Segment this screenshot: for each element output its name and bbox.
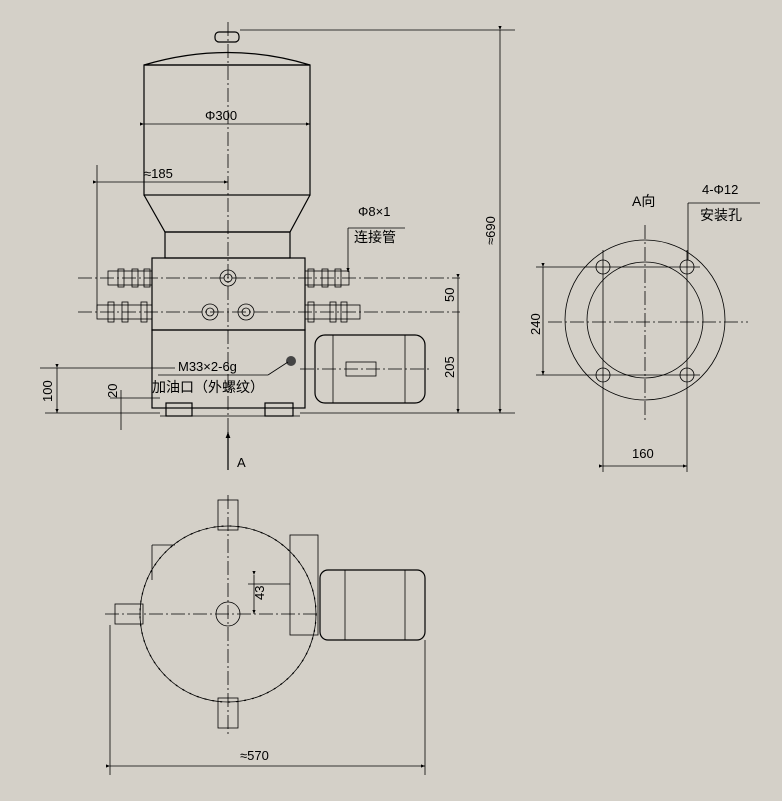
view-arrow-label: A [237,455,246,470]
tank-lid [143,51,311,66]
pipe-label: 连接管 [354,229,396,245]
lid-knob [214,31,240,43]
dim-base: 100 [40,380,55,402]
top-view: 43 ≈570 [105,495,426,775]
motor-top [319,569,426,641]
hole-spec: 4-Φ12 [702,182,738,197]
dim-foot: 20 [105,384,120,398]
hole-label: 安装孔 [700,207,742,223]
pump-block [151,257,306,331]
flange-outer [564,239,726,401]
dim-width: ≈570 [240,748,269,763]
dim-vertical: 240 [528,313,543,335]
reservoir-tank [143,64,311,196]
fill-port-label: 加油口（外螺纹） [152,379,264,395]
dim-height: ≈690 [483,216,498,245]
outlet-fittings [96,268,361,323]
dim-horizontal: 160 [632,446,654,461]
dim-offset: ≈185 [144,166,173,181]
side-view: A向 4-Φ12 安装孔 240 160 [528,182,760,472]
dim-lower-height: 205 [442,356,457,378]
side-view-title: A向 [632,193,655,209]
dim-diameter: Φ300 [205,108,237,123]
pipe-spec: Φ8×1 [358,204,390,219]
front-view: Φ300 ≈185 ≈690 50 205 Φ8×1 连接管 M33×2-6g … [40,22,515,470]
dim-offset-top: 43 [252,586,267,600]
fill-port [286,356,296,366]
thread-spec: M33×2-6g [178,359,237,374]
motor [314,334,426,404]
dim-row-spacing: 50 [442,288,457,302]
